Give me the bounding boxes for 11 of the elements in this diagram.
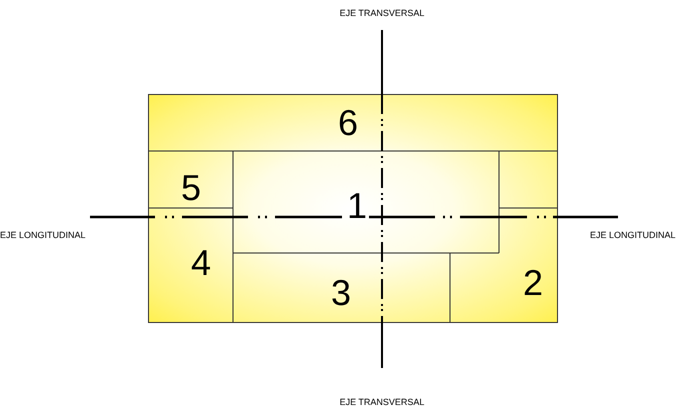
region-number: 2	[522, 265, 544, 301]
axis-label: EJE TRANSVERSAL	[338, 9, 426, 18]
plan-outline	[148, 94, 558, 323]
axis-label: EJE LONGITUDINAL	[0, 231, 87, 240]
region-number: 6	[338, 105, 358, 141]
region-number: 5	[180, 170, 202, 206]
region-number: 1	[346, 188, 368, 224]
axis-label: EJE TRANSVERSAL	[338, 398, 426, 407]
region-number: 4	[190, 245, 212, 281]
axis-label: EJE LONGITUDINAL	[590, 231, 677, 240]
region-number: 3	[330, 275, 352, 311]
